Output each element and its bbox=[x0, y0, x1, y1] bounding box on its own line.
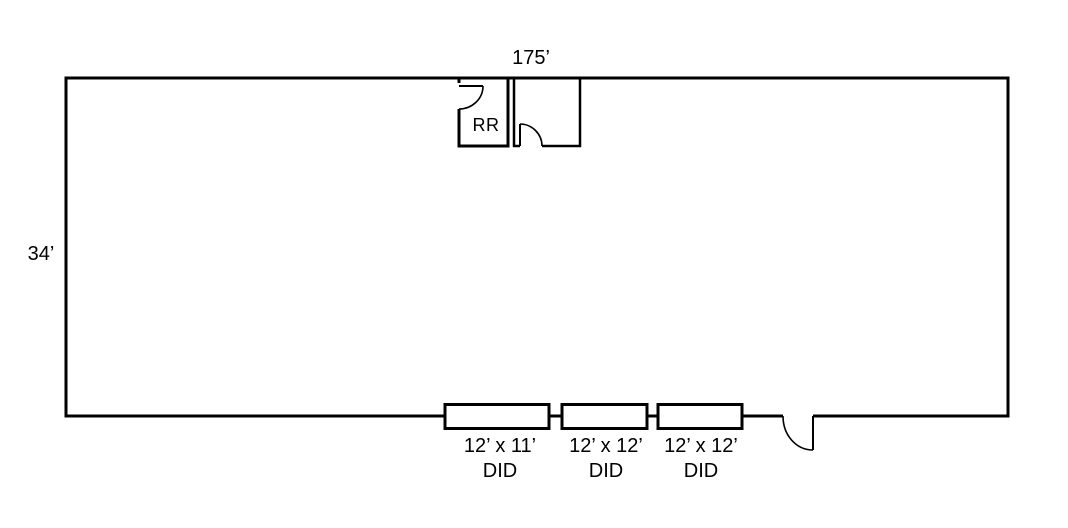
drive-in-doors: 12’ x 11’ DID 12’ x 12’ DID 12’ x 12’ DI… bbox=[443, 403, 744, 482]
dimension-width-label: 175’ bbox=[512, 47, 550, 69]
drive-in-door-1-size: 12’ x 11’ bbox=[464, 435, 536, 457]
restroom-label: RR bbox=[473, 115, 500, 135]
drive-in-door-1-abbr: DID bbox=[483, 460, 517, 482]
building-outline bbox=[64, 76, 1010, 418]
second-room-door-swing-arc bbox=[519, 123, 543, 147]
drive-in-door-3-abbr: DID bbox=[684, 460, 718, 482]
drive-in-door-2-size: 12’ x 12’ bbox=[569, 435, 643, 457]
dimension-depth-label: 34’ bbox=[28, 243, 55, 265]
drive-in-door-2 bbox=[560, 403, 649, 430]
drive-in-door-2-label: 12’ x 12’ DID bbox=[569, 435, 643, 482]
entry-door bbox=[782, 415, 814, 451]
restroom-door-swing-arc bbox=[458, 85, 484, 110]
drive-in-door-3-label: 12’ x 12’ DID bbox=[664, 435, 738, 482]
drive-in-door-1 bbox=[443, 403, 551, 430]
second-room-walls bbox=[512, 78, 582, 148]
restroom-suite: RR bbox=[457, 78, 582, 148]
restroom-walls bbox=[457, 78, 510, 148]
drive-in-door-3 bbox=[656, 403, 744, 430]
drive-in-door-1-label: 12’ x 11’ DID bbox=[464, 435, 536, 482]
drive-in-door-3-size: 12’ x 12’ bbox=[664, 435, 738, 457]
entry-door-swing-arc bbox=[782, 415, 814, 451]
restroom-door bbox=[458, 85, 484, 110]
drive-in-door-2-abbr: DID bbox=[589, 460, 623, 482]
second-room-door bbox=[519, 123, 543, 147]
